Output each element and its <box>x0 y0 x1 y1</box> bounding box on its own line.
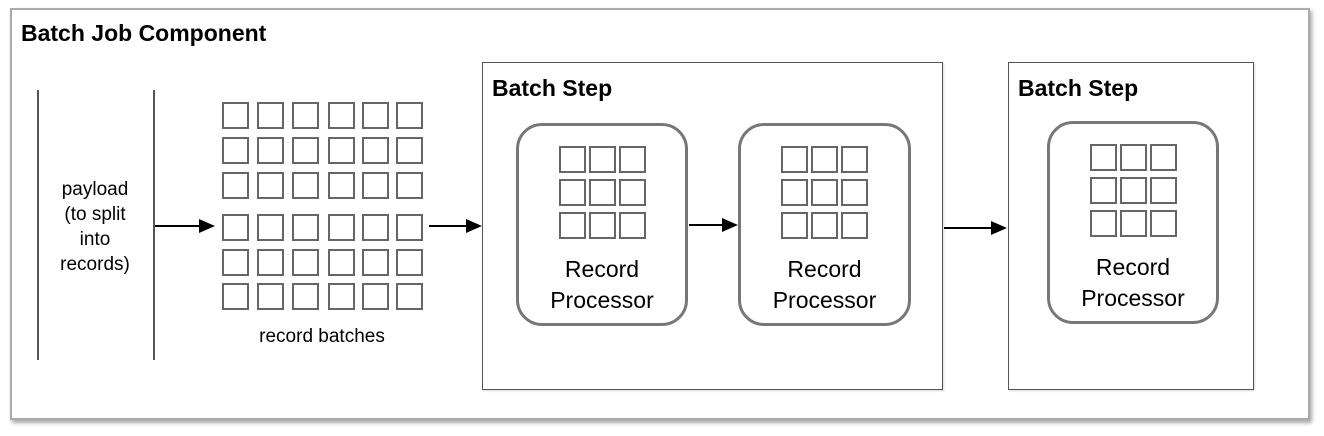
record-batch-cell <box>292 283 319 310</box>
processor-record-cell <box>1120 210 1147 237</box>
arrow-batches-to-step <box>429 225 469 227</box>
record-batch-cell <box>222 137 249 164</box>
processor-label-line: Record <box>787 256 862 282</box>
record-batch-cell <box>362 102 389 129</box>
processor-record-cell <box>1090 177 1117 204</box>
processor-record-cell <box>619 179 646 206</box>
processor-record-cell <box>559 212 586 239</box>
record-batch-cell <box>362 283 389 310</box>
arrow-head-icon <box>722 218 738 232</box>
component-title: Batch Job Component <box>21 20 267 46</box>
record-batch-cell <box>362 172 389 199</box>
payload-label-line: payload <box>61 179 129 200</box>
processor-record-cell <box>619 212 646 239</box>
processor-record-cell <box>781 146 808 173</box>
record-batch-cell <box>222 249 249 276</box>
record-batch-cell <box>292 249 319 276</box>
processor-record-cell <box>559 179 586 206</box>
processor-record-cell <box>619 146 646 173</box>
processor-record-cell <box>1090 144 1117 171</box>
record-batch-cell <box>396 249 423 276</box>
record-batch-cell <box>396 137 423 164</box>
record-batch-cell <box>257 249 284 276</box>
record-batch-cell <box>257 137 284 164</box>
processor-label-line: Record <box>564 256 640 282</box>
record-batch-cell <box>396 214 423 241</box>
record-batch-cell <box>328 283 355 310</box>
payload-label-line: into <box>79 229 111 250</box>
record-batch-cell <box>257 214 284 241</box>
processor-label-line: Processor <box>550 287 654 313</box>
batch-step-2-title: Batch Step <box>1018 75 1139 101</box>
processor-record-cell <box>589 146 616 173</box>
processor-record-cell <box>841 179 868 206</box>
record-batch-cell <box>257 283 284 310</box>
payload-left-boundary <box>37 90 39 360</box>
processor-record-cell <box>1150 177 1177 204</box>
processor-record-cell <box>781 212 808 239</box>
processor-label-line: Processor <box>1081 285 1185 311</box>
record-batch-cell <box>328 137 355 164</box>
record-batch-cell <box>222 214 249 241</box>
record-batch-cell <box>292 102 319 129</box>
processor-record-cell <box>811 212 838 239</box>
batch-step-1-title: Batch Step <box>492 75 613 101</box>
processor-record-cell <box>1150 144 1177 171</box>
record-batch-cell <box>222 172 249 199</box>
processor-record-cell <box>1120 177 1147 204</box>
arrow-head-icon <box>466 219 482 233</box>
record-batch-cell <box>328 214 355 241</box>
processor-record-cell <box>811 179 838 206</box>
processor-record-cell <box>589 212 616 239</box>
record-batch-cell <box>362 214 389 241</box>
record-batch-cell <box>292 137 319 164</box>
record-batch-cell <box>292 172 319 199</box>
record-batch-cell <box>222 102 249 129</box>
payload-label-line: (to split <box>64 204 126 225</box>
record-batch-cell <box>362 249 389 276</box>
processor-label-line: Record <box>1095 254 1171 280</box>
processor-record-cell <box>1090 210 1117 237</box>
record-batch-cell <box>292 214 319 241</box>
record-batches-label: record batches <box>259 326 385 347</box>
record-batch-cell <box>396 172 423 199</box>
processor-record-cell <box>559 146 586 173</box>
processor-record-cell <box>811 146 838 173</box>
arrow-head-icon <box>199 219 215 233</box>
record-batch-cell <box>257 102 284 129</box>
record-processor-3-label: Record Processor <box>1047 252 1219 314</box>
record-batch-cell <box>396 102 423 129</box>
processor-record-cell <box>1150 210 1177 237</box>
payload-right-boundary <box>153 90 155 360</box>
record-processor-1-label: Record Processor <box>516 254 688 316</box>
processor-record-cell <box>781 179 808 206</box>
payload-label: payload (to split into records) <box>44 177 146 277</box>
record-batch-cell <box>396 283 423 310</box>
processor-record-cell <box>841 146 868 173</box>
record-batch-cell <box>222 283 249 310</box>
record-batch-cell <box>328 249 355 276</box>
processor-label-line: Processor <box>772 287 877 313</box>
processor-record-cell <box>841 212 868 239</box>
record-batch-cell <box>362 137 389 164</box>
arrow-head-icon <box>991 221 1007 235</box>
processor-record-cell <box>589 179 616 206</box>
arrow-payload-to-batches <box>155 225 201 227</box>
arrow-processor-to-processor <box>689 224 723 226</box>
arrow-step-to-step <box>944 227 992 229</box>
record-batch-cell <box>328 102 355 129</box>
record-batch-cell <box>328 172 355 199</box>
record-processor-2-label: Record Processor <box>738 254 911 316</box>
record-batch-cell <box>257 172 284 199</box>
processor-record-cell <box>1120 144 1147 171</box>
payload-label-line: records) <box>60 254 130 275</box>
